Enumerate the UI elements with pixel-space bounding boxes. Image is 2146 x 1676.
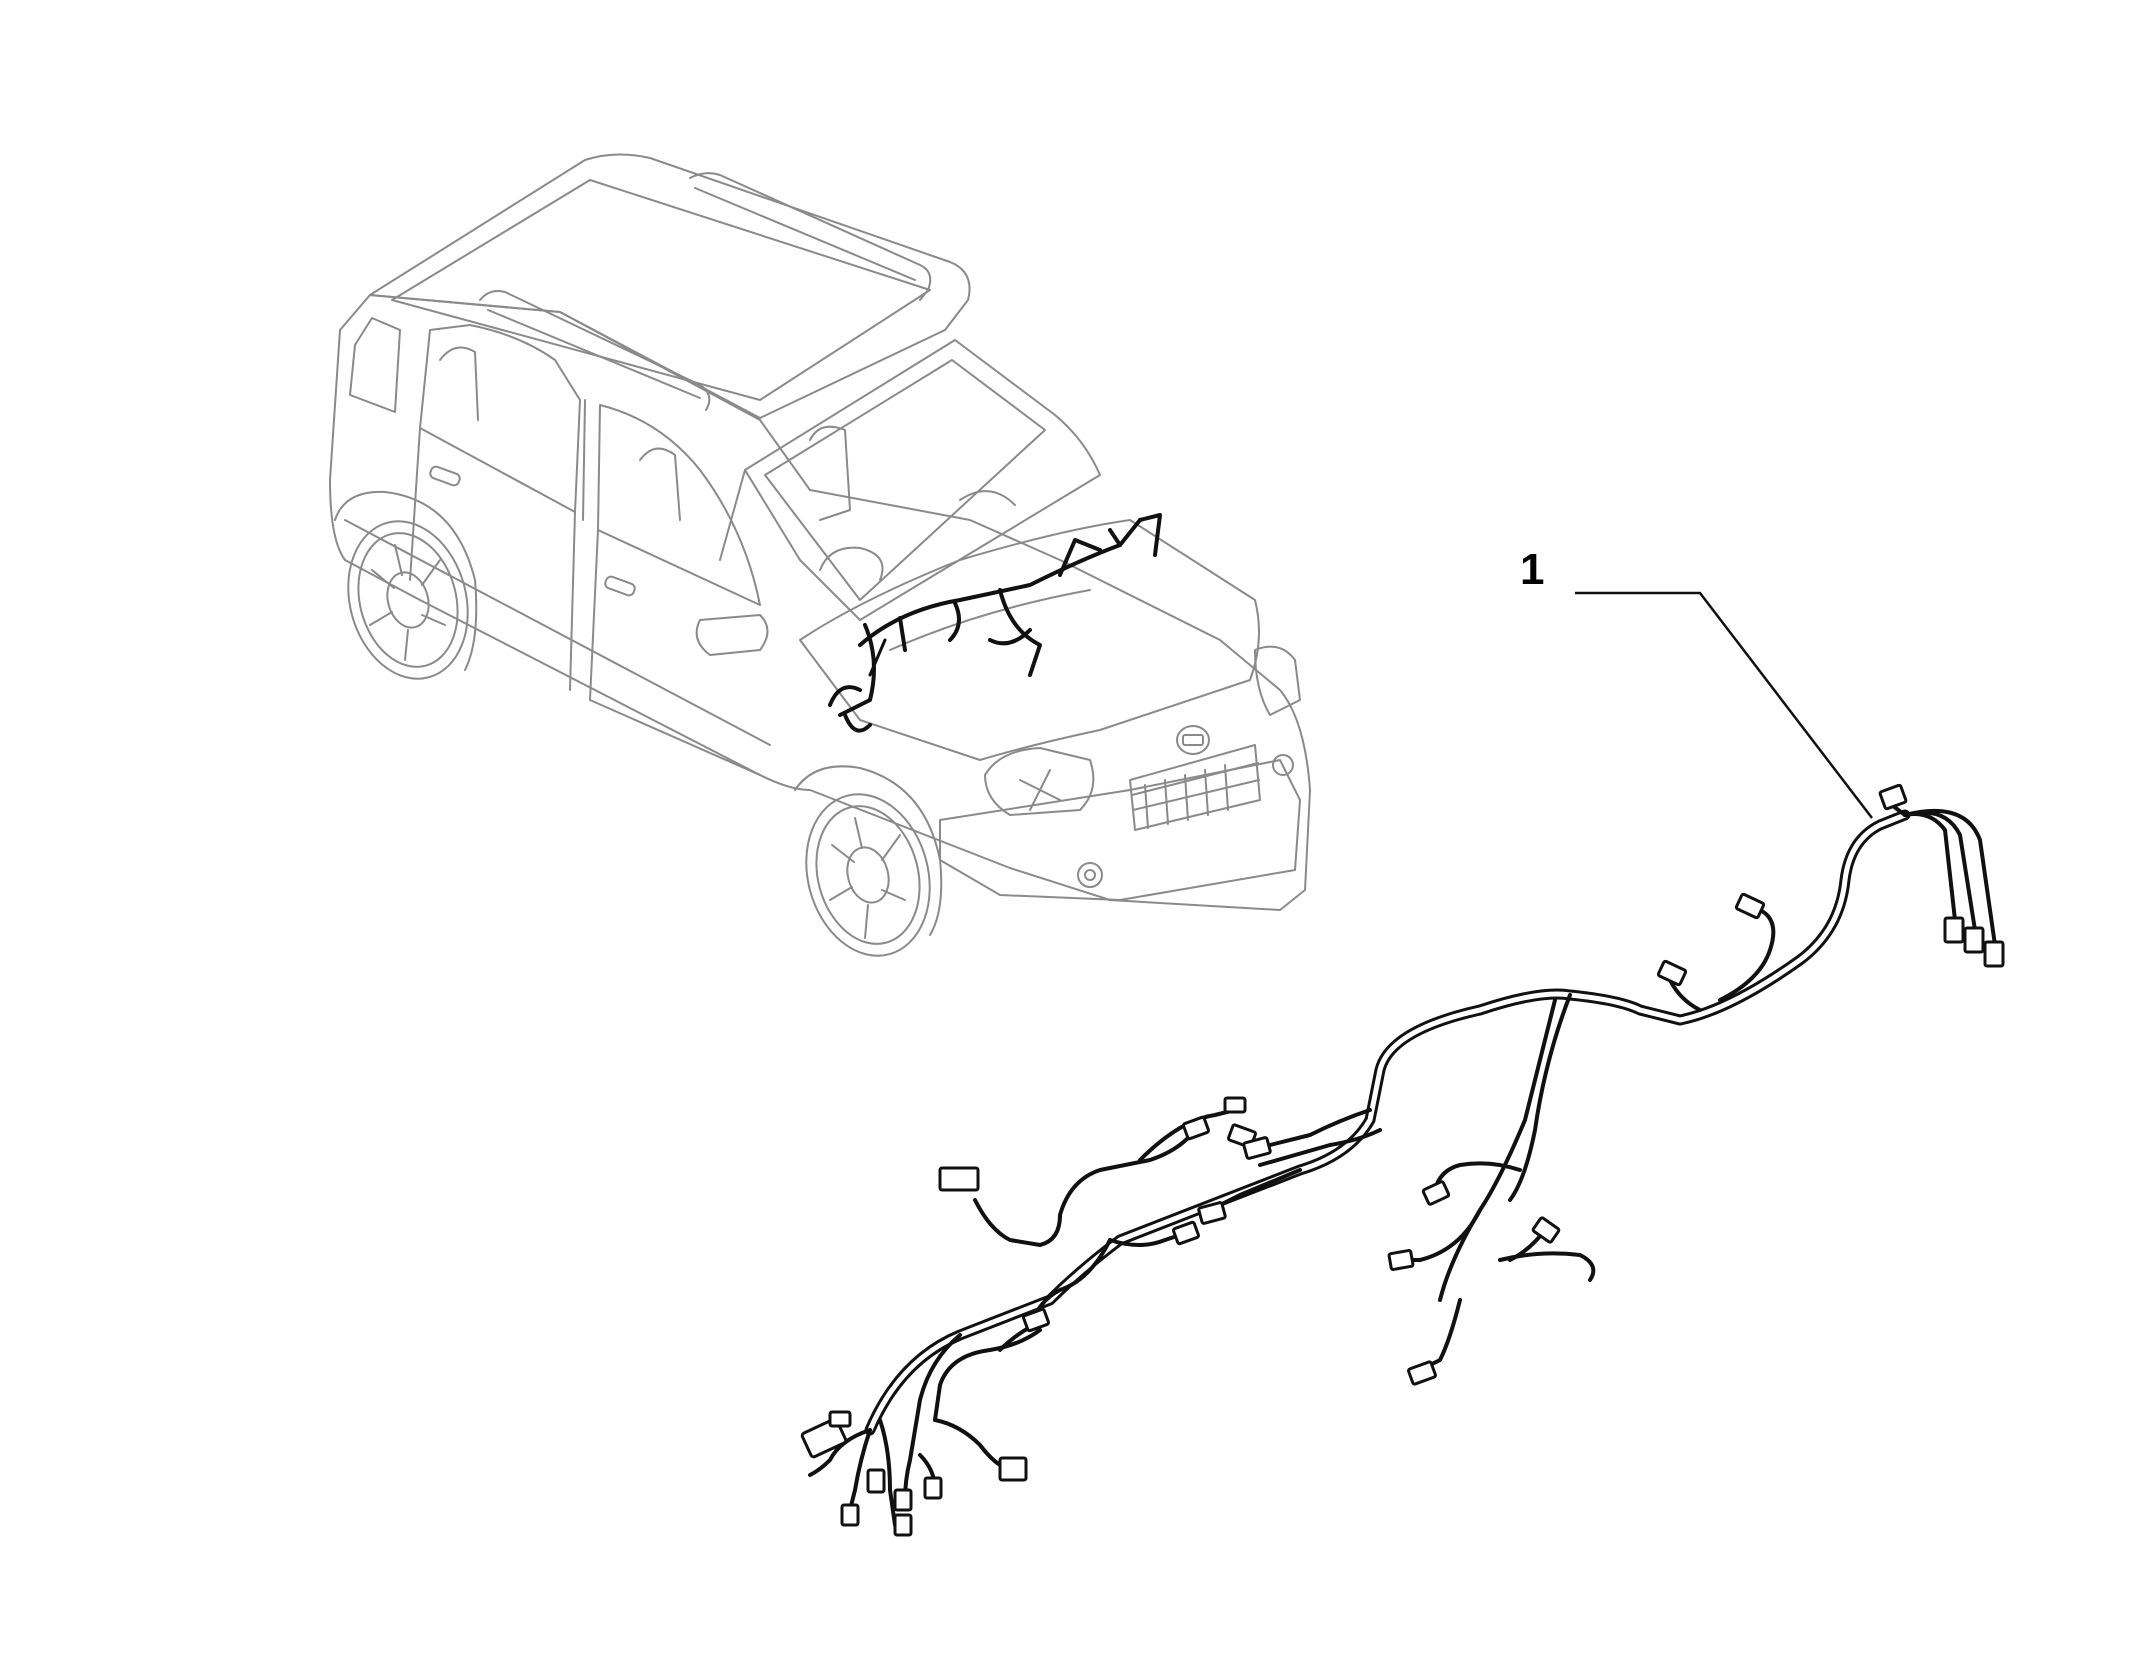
callout-leader bbox=[1575, 591, 1873, 819]
rear-quarter-window bbox=[349, 317, 401, 413]
connector bbox=[893, 1513, 913, 1537]
connector bbox=[1943, 916, 1965, 944]
connector bbox=[866, 1468, 886, 1494]
fiat-badge-icon bbox=[1176, 725, 1210, 755]
grille bbox=[1129, 744, 1261, 831]
connector bbox=[1421, 1180, 1451, 1206]
car-installed-harness bbox=[828, 513, 1162, 733]
hood bbox=[799, 519, 1260, 761]
connector bbox=[1171, 1220, 1201, 1246]
front-door-window bbox=[597, 404, 761, 606]
wiring-harness bbox=[800, 783, 2005, 1537]
connector bbox=[840, 1503, 860, 1527]
connector bbox=[1878, 783, 1908, 811]
car-body-side bbox=[329, 294, 1311, 911]
fog-lamp-right bbox=[1272, 754, 1294, 776]
connector bbox=[1963, 926, 1985, 954]
connector bbox=[800, 1417, 848, 1459]
rear-wheel-arch bbox=[334, 490, 478, 671]
connector bbox=[1021, 1307, 1051, 1333]
connector bbox=[828, 1410, 852, 1428]
harness-main-trunk bbox=[864, 809, 1911, 1436]
connector bbox=[1983, 940, 2005, 968]
connector bbox=[1734, 892, 1766, 920]
headlight-right bbox=[1254, 645, 1301, 716]
connector bbox=[998, 1456, 1028, 1482]
front-bumper bbox=[939, 759, 1301, 901]
connector bbox=[1197, 1201, 1227, 1225]
connector bbox=[938, 1166, 980, 1192]
connector bbox=[893, 1488, 913, 1512]
front-wheel-arch bbox=[794, 765, 943, 936]
side-mirror bbox=[695, 614, 769, 656]
rear-door-window bbox=[419, 324, 581, 513]
callout-label-1: 1 bbox=[1520, 545, 1545, 594]
car-roof bbox=[369, 153, 971, 419]
connector bbox=[1407, 1360, 1437, 1386]
rear-wheel bbox=[347, 520, 469, 680]
connector bbox=[1223, 1096, 1247, 1114]
roof-rail-front bbox=[479, 290, 711, 411]
connector bbox=[1242, 1136, 1272, 1160]
harness-branch-center bbox=[1398, 993, 1596, 1372]
connector bbox=[1656, 959, 1688, 987]
harness-branch-left bbox=[973, 1108, 1382, 1247]
front-wheel bbox=[805, 793, 931, 957]
connector bbox=[923, 1476, 943, 1500]
harness-branch-upper bbox=[1668, 903, 1776, 1012]
headlight-left bbox=[984, 747, 1095, 816]
fog-lamp-left bbox=[1077, 862, 1103, 888]
windshield bbox=[744, 339, 1101, 621]
roof-rail-rear bbox=[689, 172, 932, 301]
connector bbox=[1181, 1115, 1211, 1141]
car-illustration bbox=[329, 153, 1311, 957]
connector bbox=[1531, 1216, 1561, 1244]
connector bbox=[1387, 1249, 1415, 1271]
harness-connectors bbox=[800, 783, 2005, 1537]
